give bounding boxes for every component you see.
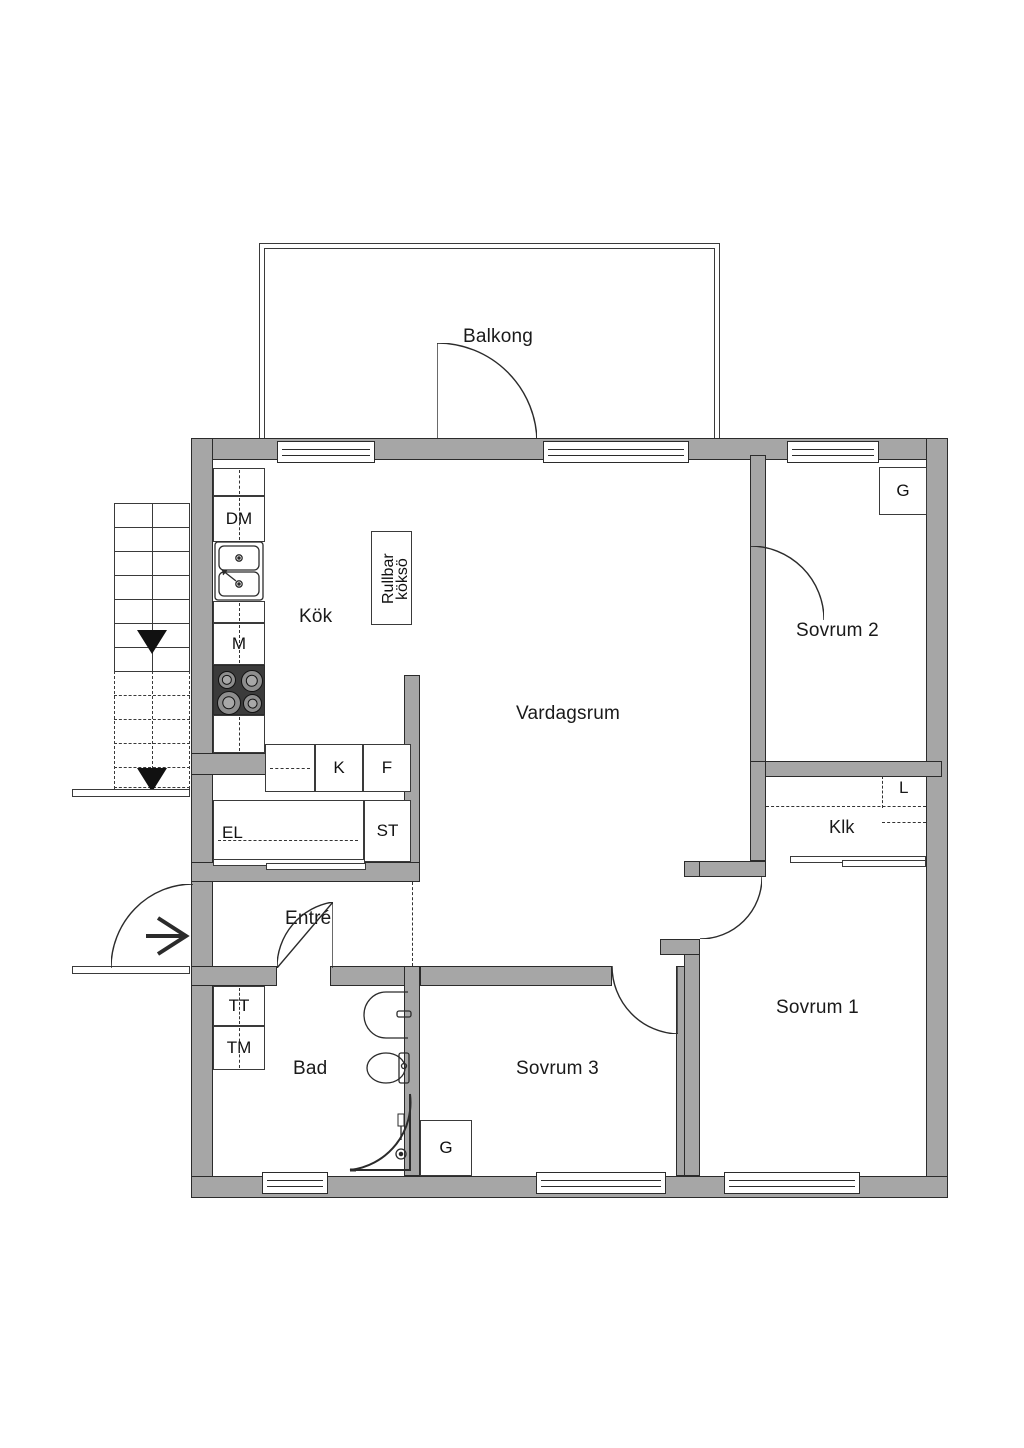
window-sovrum1-bottom — [724, 1172, 860, 1194]
wardrobe-sovrum2-label: G — [896, 481, 910, 500]
cabinet-blank-dash — [270, 768, 310, 769]
pantry-label: K — [333, 758, 345, 777]
window-kitchen-top — [277, 441, 375, 463]
stove-hob[interactable] — [213, 665, 265, 715]
el-closet-sliding-door-2[interactable] — [266, 863, 366, 870]
klk-shelf-dash-right — [882, 822, 926, 823]
sovrum3-door-swing[interactable] — [611, 965, 679, 1035]
island-label-line2: köksö — [394, 558, 411, 600]
wall-klk-north — [750, 761, 942, 777]
bad-door-swing[interactable] — [276, 901, 334, 969]
storage-closet[interactable]: ST — [364, 800, 411, 862]
microwave-dash — [239, 625, 240, 663]
room-label-kok: Kök — [299, 606, 333, 627]
electrical-closet-dash — [218, 840, 358, 841]
kitchen-cabinet-top-dash — [239, 470, 240, 494]
stair-direction-arrow-upper — [137, 630, 167, 654]
wardrobe-sovrum3-label: G — [439, 1138, 453, 1157]
shower-enclosure — [348, 1092, 412, 1172]
wall-sovrum1-west — [684, 939, 700, 1176]
room-label-klk: Klk — [829, 817, 855, 837]
washing-machine-dash — [239, 1028, 240, 1068]
balcony-door-swing — [436, 342, 538, 444]
entrance-door-arrow — [118, 900, 196, 960]
window-sovrum3-bottom — [536, 1172, 666, 1194]
entrance-landing-edge — [72, 966, 190, 974]
room-label-entre: Entré — [285, 908, 332, 929]
room-label-sovrum3: Sovrum 3 — [516, 1058, 599, 1079]
window-living-top — [543, 441, 689, 463]
klk-sliding-door-2[interactable] — [842, 860, 926, 867]
fridge-unit[interactable]: F — [363, 744, 411, 792]
fridge-label: F — [381, 758, 393, 777]
storage-label: ST — [376, 821, 399, 840]
room-label-bad: Bad — [293, 1058, 328, 1079]
washing-machine-label: TM — [226, 1038, 252, 1057]
sovrum2-door-swing[interactable] — [749, 545, 825, 621]
wardrobe-sovrum2[interactable]: G — [879, 467, 927, 515]
wall-bad-north-left — [191, 966, 277, 986]
electrical-closet[interactable]: EL — [213, 800, 364, 862]
entre-opening-dash — [412, 882, 413, 966]
sovrum1-door-swing[interactable] — [699, 876, 763, 940]
outer-wall-left — [191, 438, 213, 1198]
entrance-door-swing — [110, 883, 194, 969]
klk-shelf-dash-main — [766, 806, 926, 807]
toilet — [366, 1048, 410, 1088]
dishwasher-label: DM — [225, 509, 253, 528]
microwave-label: M — [231, 634, 247, 653]
stair-direction-arrow-lower — [137, 768, 167, 792]
balcony-outline — [259, 243, 720, 443]
window-sovrum2-top — [787, 441, 879, 463]
wall-sovrum1-west-jog — [660, 939, 700, 955]
stair-landing-edge-upper — [72, 789, 190, 797]
room-label-vardagsrum: Vardagsrum — [516, 703, 621, 724]
wardrobe-sovrum3[interactable]: G — [420, 1120, 472, 1176]
room-label-sovrum2: Sovrum 2 — [796, 620, 879, 641]
kitchen-sink — [214, 541, 264, 601]
outer-wall-right — [926, 438, 948, 1198]
wall-klk-west — [750, 761, 766, 861]
tumble-dryer-dash — [239, 988, 240, 1024]
kitchen-cabinet-mid-dash — [239, 603, 240, 621]
room-label-sovrum1: Sovrum 1 — [776, 997, 859, 1018]
dishwasher-dash — [239, 498, 240, 540]
sink-basin — [363, 990, 412, 1040]
wall-sovrum3-north — [420, 966, 612, 986]
room-label-balkong: Balkong — [463, 326, 534, 347]
linen-label: L — [899, 778, 909, 797]
pantry-unit[interactable]: K — [315, 744, 363, 792]
klk-shelf-dash-vertical — [882, 776, 883, 808]
wall-sovrum1-west-upper — [684, 861, 700, 877]
window-bad-bottom — [262, 1172, 328, 1194]
rolling-kitchen-island[interactable]: Rullbar köksö — [371, 531, 412, 625]
kitchen-cabinet-bottom-dash — [239, 717, 240, 751]
electrical-label: EL — [222, 823, 243, 842]
